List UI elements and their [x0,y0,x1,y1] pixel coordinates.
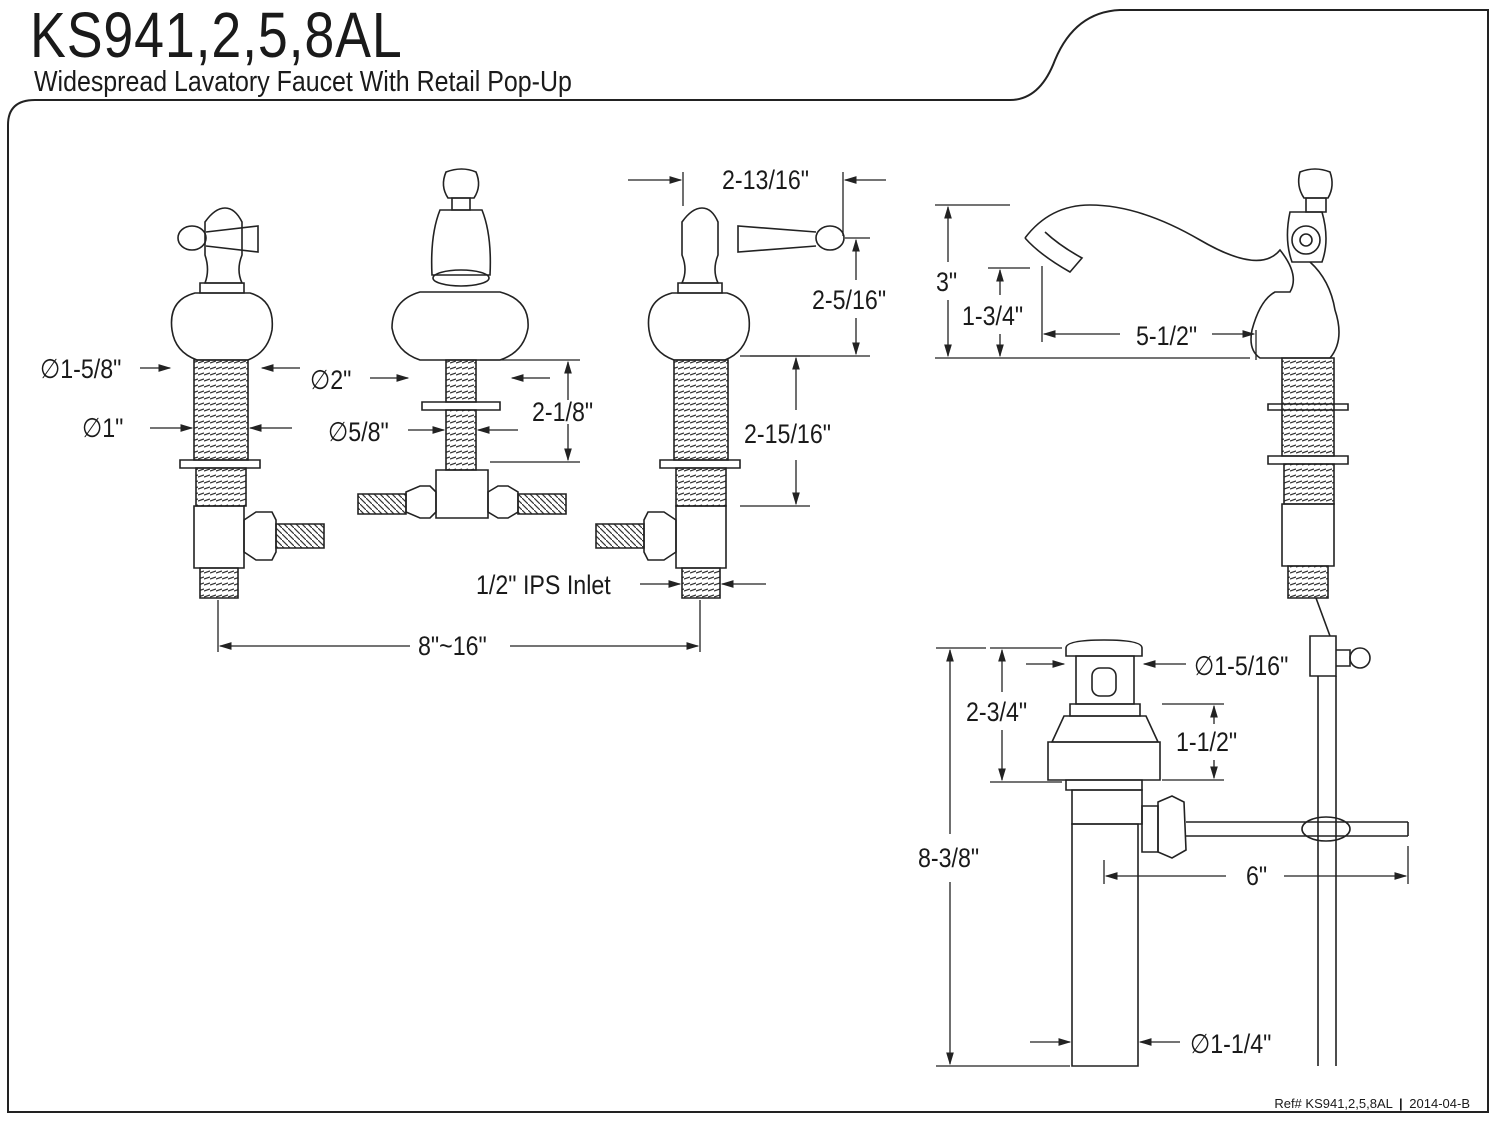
dim-popup-flange-diameter: ∅1-5/16" [1194,651,1289,681]
left-handle-assembly [171,208,324,598]
dim-spout-shank-length: 2-1/8" [532,397,594,427]
dim-spout-shank-diameter: ∅5/8" [328,417,389,447]
dimension-lines [140,172,1408,1066]
dim-spout-height: 3" [936,267,958,297]
dim-aerator-height: 1-3/4" [962,301,1024,331]
dim-handle-flange-diameter: ∅1-5/8" [40,354,122,384]
right-handle-assembly [596,208,844,598]
product-description: Widespread Lavatory Faucet With Retail P… [34,66,572,98]
reference-separator: | [1399,1096,1403,1111]
dim-inlet: 1/2" IPS Inlet [476,570,611,600]
model-number: KS941,2,5,8AL [30,0,403,71]
spout-side-view [1025,169,1348,636]
dim-drain-length: 8-3/8" [918,843,980,873]
reference-footer: Ref# KS941,2,5,8AL | 2014-04-B [1274,1096,1470,1111]
dim-spout-base-diameter: ∅2" [310,365,352,395]
dim-spread: 8"~16" [418,631,487,661]
dim-popup-height: 2-3/4" [966,697,1028,727]
dim-handle-width: 2-13/16" [722,165,810,195]
reference-number: Ref# KS941,2,5,8AL [1274,1096,1393,1111]
revision-code: 2014-04-B [1409,1096,1470,1111]
dim-handle-height: 2-5/16" [812,285,887,315]
dim-handle-shank-length: 2-15/16" [744,419,832,449]
dim-tailpiece-diameter: ∅1-1/4" [1190,1029,1272,1059]
popup-drain [1048,636,1408,1066]
dim-spout-reach: 5-1/2" [1136,321,1198,351]
dim-popup-body-height: 1-1/2" [1176,727,1238,757]
dim-lift-rod-length: 6" [1246,861,1268,891]
spout-front-view [358,169,566,518]
border-frame [8,10,1488,1112]
dim-handle-shank-diameter: ∅1" [82,413,124,443]
